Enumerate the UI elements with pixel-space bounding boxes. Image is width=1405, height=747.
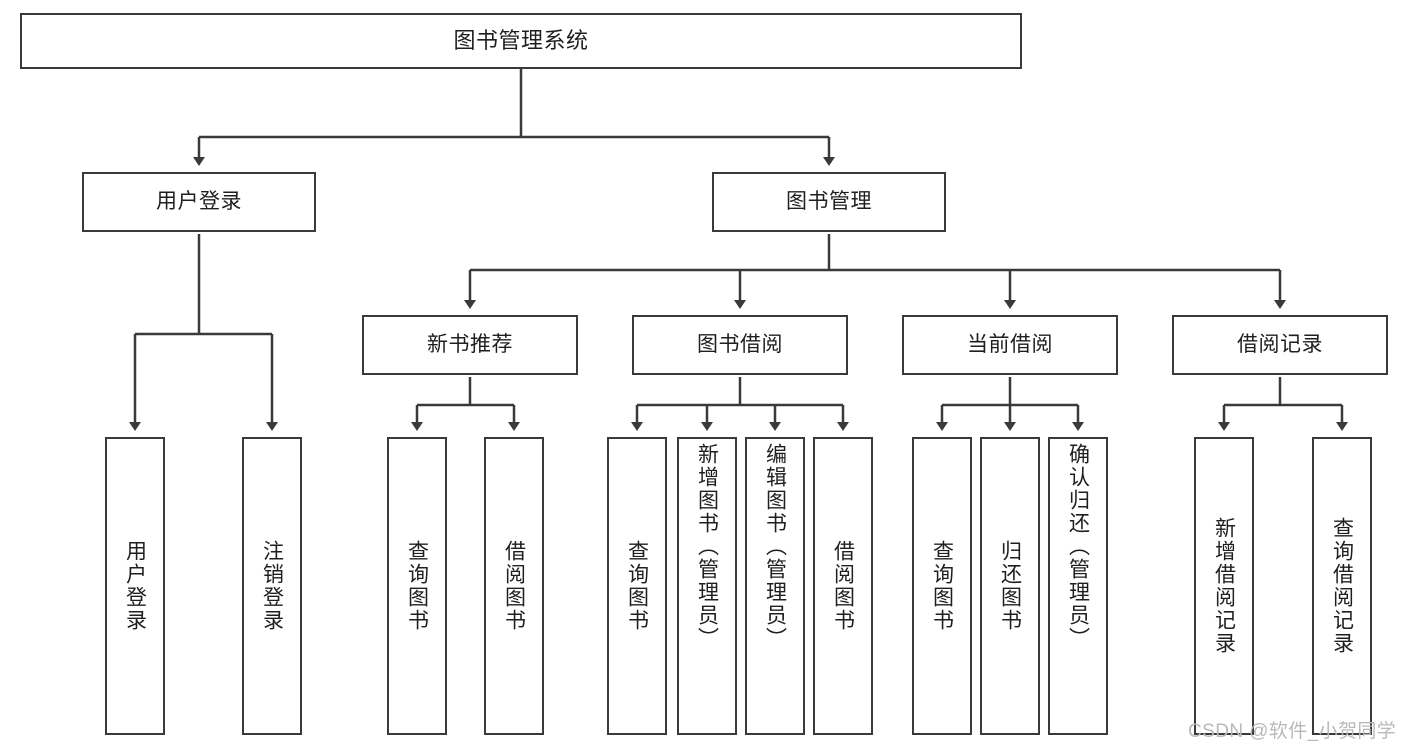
node-label: 确认归还（管理员） — [1066, 443, 1090, 650]
leaf-current-borrow-confirm-return[interactable]: 确认归还（管理员） — [1048, 437, 1108, 735]
leaf-current-borrow-return[interactable]: 归还图书 — [980, 437, 1040, 735]
watermark: CSDN @软件_小贺同学 — [1188, 721, 1397, 742]
node-label: 查询图书 — [625, 540, 649, 632]
node-new-book-recommend[interactable]: 新书推荐 — [362, 315, 578, 375]
node-borrow-record[interactable]: 借阅记录 — [1172, 315, 1388, 375]
leaf-borrow-record-add[interactable]: 新增借阅记录 — [1194, 437, 1254, 735]
node-root-system[interactable]: 图书管理系统 — [20, 13, 1022, 69]
node-label: 借阅图书 — [831, 540, 855, 632]
node-current-borrow[interactable]: 当前借阅 — [902, 315, 1118, 375]
node-label: 查询图书 — [405, 540, 429, 632]
node-label: 图书管理 — [786, 189, 872, 213]
node-label: 新书推荐 — [427, 332, 513, 356]
leaf-borrow-record-query[interactable]: 查询借阅记录 — [1312, 437, 1372, 735]
node-label: 图书管理系统 — [453, 28, 589, 54]
node-label: 借阅记录 — [1237, 332, 1323, 356]
node-label: 编辑图书（管理员） — [763, 443, 787, 650]
node-label: 归还图书 — [998, 540, 1022, 632]
node-label: 查询借阅记录 — [1330, 517, 1354, 655]
node-label: 注销登录 — [260, 540, 284, 632]
node-label: 用户登录 — [123, 540, 147, 632]
node-label: 借阅图书 — [502, 540, 526, 632]
node-book-management[interactable]: 图书管理 — [712, 172, 946, 232]
leaf-new-book-borrow[interactable]: 借阅图书 — [484, 437, 544, 735]
leaf-book-borrow-query[interactable]: 查询图书 — [607, 437, 667, 735]
node-label: 新增图书（管理员） — [695, 443, 719, 650]
node-label: 当前借阅 — [967, 332, 1053, 356]
node-book-borrow[interactable]: 图书借阅 — [632, 315, 848, 375]
leaf-book-borrow-edit[interactable]: 编辑图书（管理员） — [745, 437, 805, 735]
node-label: 新增借阅记录 — [1212, 517, 1236, 655]
node-label: 图书借阅 — [697, 332, 783, 356]
leaf-current-borrow-query[interactable]: 查询图书 — [912, 437, 972, 735]
leaf-book-borrow-add[interactable]: 新增图书（管理员） — [677, 437, 737, 735]
leaf-user-login-login[interactable]: 用户登录 — [105, 437, 165, 735]
node-label: 查询图书 — [930, 540, 954, 632]
node-user-login[interactable]: 用户登录 — [82, 172, 316, 232]
leaf-new-book-query[interactable]: 查询图书 — [387, 437, 447, 735]
node-label: 用户登录 — [156, 189, 242, 213]
leaf-user-login-logout[interactable]: 注销登录 — [242, 437, 302, 735]
leaf-book-borrow-lend[interactable]: 借阅图书 — [813, 437, 873, 735]
